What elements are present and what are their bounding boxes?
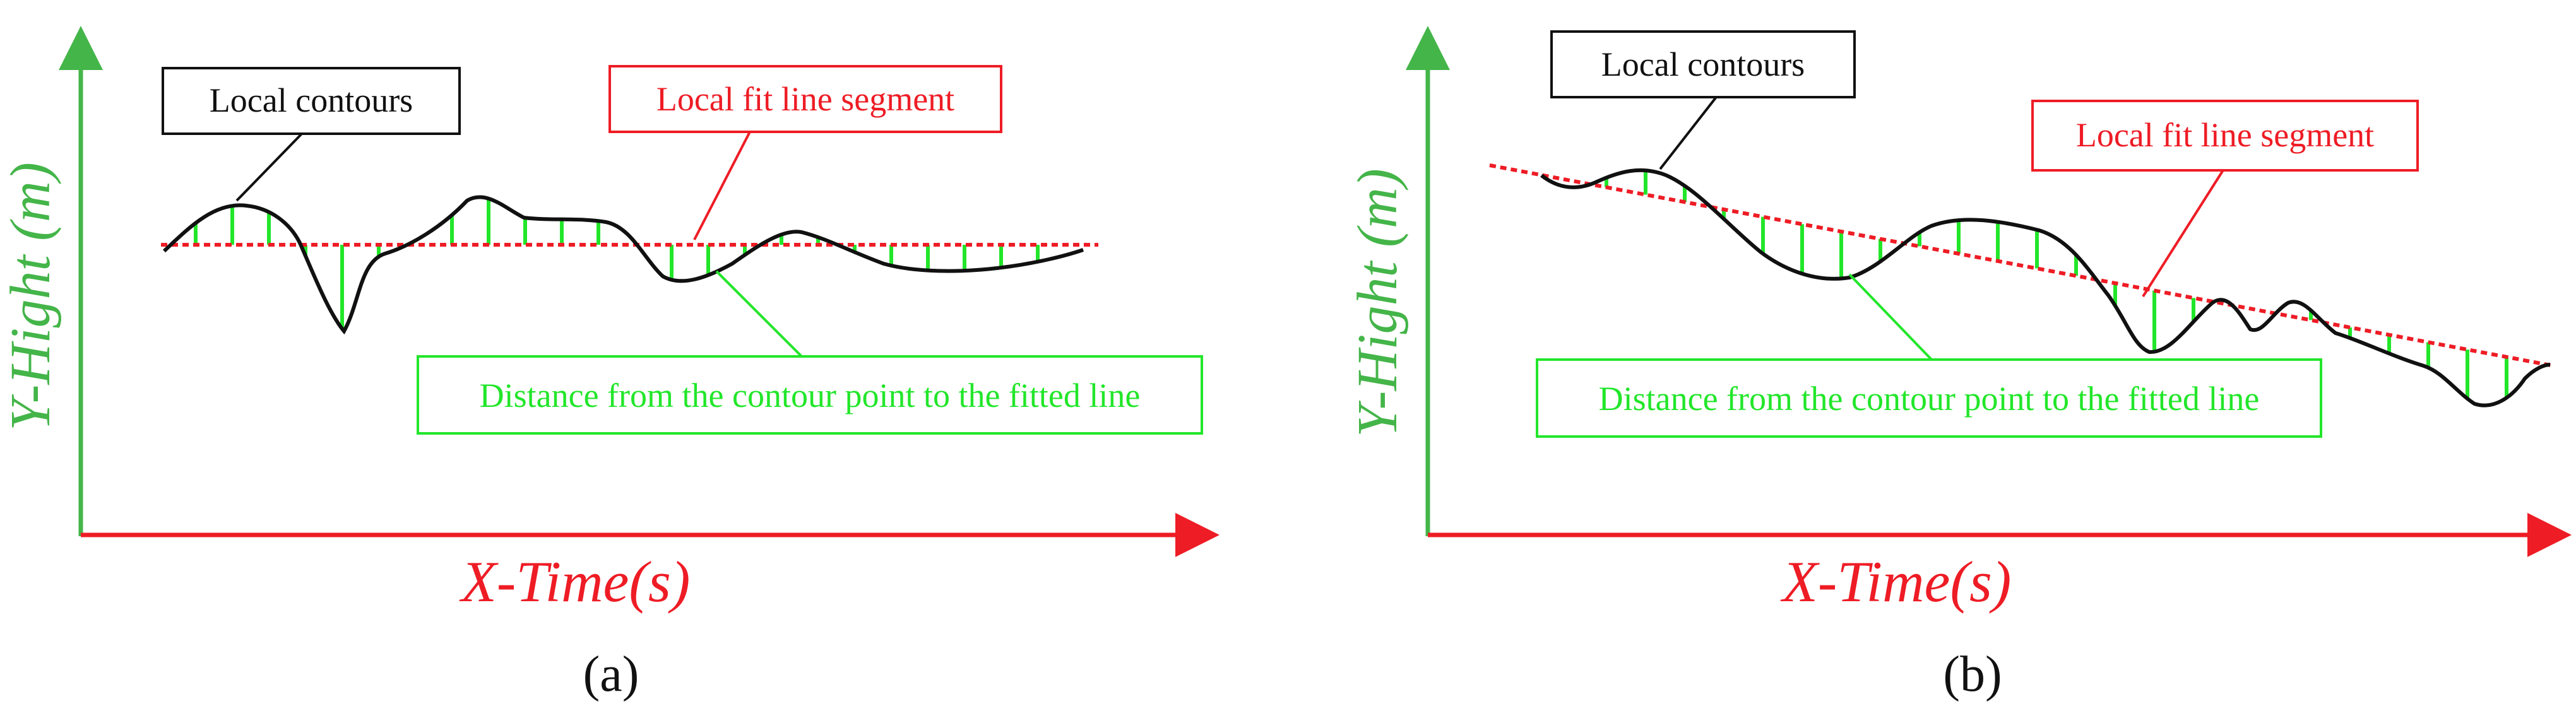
label-contours-text-b: Local contours: [1601, 45, 1805, 83]
connector-contours-b: [1659, 93, 1719, 170]
caption-a: (a): [583, 647, 639, 702]
distance-lines-a: [194, 198, 1040, 329]
connector-fit-a: [693, 129, 752, 240]
label-contours-b: Local contours: [1550, 30, 1856, 98]
panel-b: Local contours Local fit line segment Di…: [1346, 26, 2572, 702]
distance-lines-b: [1605, 170, 2508, 399]
contour-curve-b: [1540, 168, 2551, 408]
connector-fit-b: [2142, 166, 2226, 298]
label-contours-a: Local contours: [162, 67, 461, 135]
y-axis-label-b: Y-Hight (m): [1346, 168, 1409, 437]
x-axis-label-a: X-Time(s): [459, 549, 691, 614]
label-distance-b: Distance from the contour point to the f…: [1536, 358, 2322, 438]
x-axis-label-b: X-Time(s): [1780, 549, 2012, 614]
y-axis-label-a: Y-Hight (m): [0, 162, 62, 431]
label-fit-a: Local fit line segment: [608, 65, 1002, 133]
contour-curve-a: [162, 195, 1084, 335]
label-contours-text-a: Local contours: [210, 81, 413, 119]
label-fit-b: Local fit line segment: [2031, 100, 2419, 172]
label-distance-text-a: Distance from the contour point to the f…: [480, 377, 1141, 414]
fit-line-b: [1489, 163, 2555, 368]
panel-a: Local contours Local fit line segment Di…: [0, 26, 1220, 702]
label-distance-text-b: Distance from the contour point to the f…: [1599, 380, 2260, 418]
connector-distance-a: [715, 270, 803, 358]
connector-contours-a: [235, 131, 304, 202]
caption-b: (b): [1943, 647, 2002, 702]
label-distance-a: Distance from the contour point to the f…: [417, 355, 1203, 435]
label-fit-text-b: Local fit line segment: [2076, 116, 2374, 154]
label-fit-text-a: Local fit line segment: [656, 80, 954, 118]
connector-distance-b: [1848, 273, 1933, 361]
